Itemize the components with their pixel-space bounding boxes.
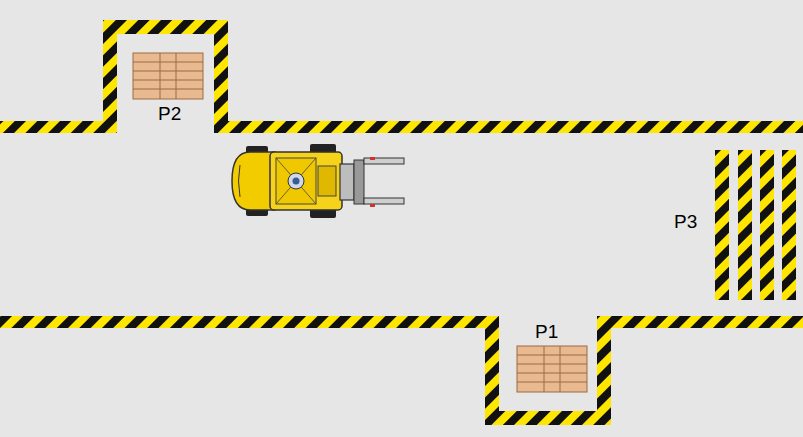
pallet-zone-bars bbox=[715, 150, 796, 300]
area-label: P2 bbox=[158, 104, 181, 123]
pallet bbox=[517, 346, 587, 392]
pallet bbox=[133, 53, 203, 99]
hazard-line bbox=[0, 316, 803, 425]
hazard-line bbox=[0, 20, 803, 133]
forklift bbox=[232, 144, 404, 218]
area-label: P3 bbox=[674, 212, 697, 231]
area-label: P1 bbox=[535, 322, 558, 341]
